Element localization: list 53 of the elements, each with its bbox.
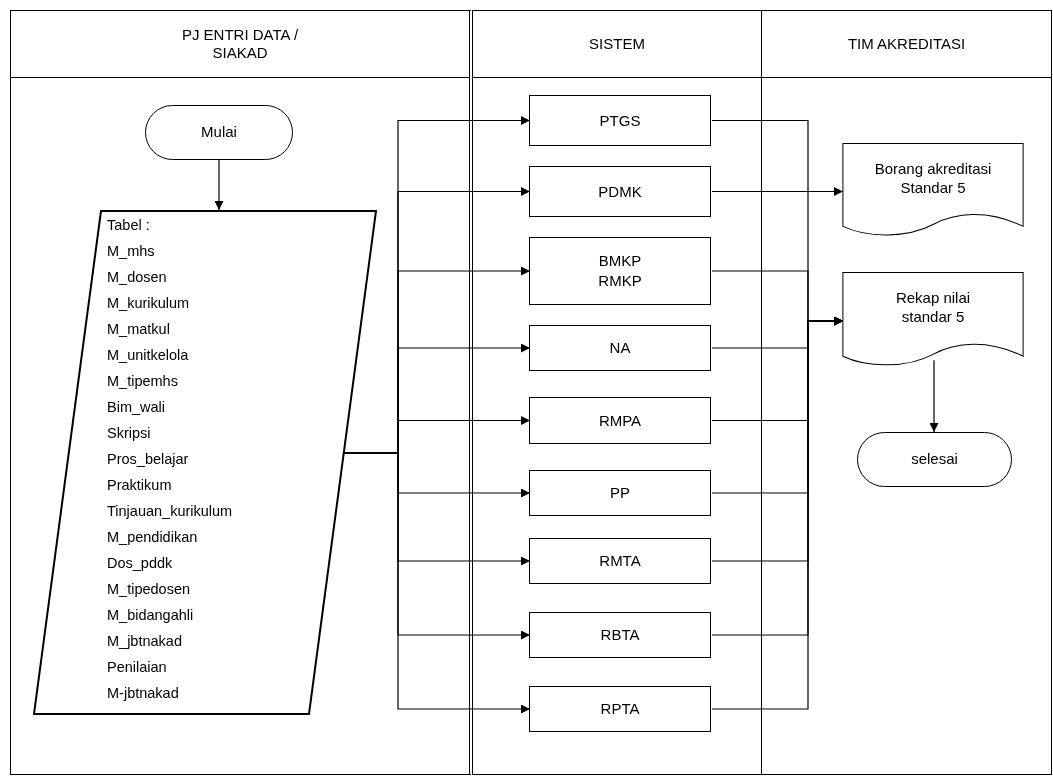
table-name: M_dosen	[107, 268, 167, 287]
table-name: M_bidangahli	[107, 606, 194, 625]
process-box	[529, 237, 711, 305]
connector-arrow	[929, 359, 939, 433]
table-name: M_mhs	[107, 242, 155, 261]
process-label: PTGS	[599, 110, 641, 131]
process-label: PP	[610, 483, 630, 503]
table-name: Praktikum	[107, 476, 172, 495]
process-box	[529, 95, 711, 146]
table-name: M_matkul	[107, 320, 170, 339]
table-name: Tinjauan_kurikulum	[107, 502, 233, 521]
terminal-label: selesai	[911, 449, 958, 470]
swimlane	[10, 10, 473, 775]
table-name: Bim_wali	[107, 398, 165, 417]
process-box	[529, 612, 711, 658]
process-box	[529, 397, 711, 444]
table-name: Skripsi	[107, 424, 151, 443]
process-label: RMTA	[599, 551, 641, 571]
process-box	[529, 686, 711, 732]
process-box	[529, 538, 711, 584]
table-name: M_tipemhs	[107, 372, 178, 391]
table-name: Penilaian	[107, 658, 167, 677]
table-name: M_pendidikan	[107, 528, 198, 547]
list-heading: Tabel :	[107, 216, 150, 235]
table-name: M-jbtnakad	[107, 684, 179, 703]
process-box	[529, 470, 711, 516]
swimlane	[473, 10, 762, 775]
table-name: M_unitkelola	[107, 346, 189, 365]
process-label: RPTA	[600, 699, 640, 719]
connector-arrow	[711, 187, 844, 196]
process-box	[529, 325, 711, 371]
table-name: M_kurikulum	[107, 294, 190, 313]
table-name: Dos_pddk	[107, 554, 173, 573]
swimlane	[762, 10, 1052, 775]
data-parallelogram	[33, 210, 377, 715]
terminal-label: Mulai	[201, 122, 237, 143]
table-name: M_jbtnakad	[107, 632, 182, 651]
lane-title: SISTEM	[589, 35, 645, 53]
process-label: NA	[609, 338, 631, 358]
document-label: Borang akreditasi Standar 5	[873, 159, 993, 197]
process-label: RBTA	[600, 625, 640, 645]
connector-arrow	[711, 316, 844, 710]
process-box	[529, 166, 711, 217]
table-name: Pros_belajar	[107, 450, 189, 469]
connector-arrow	[214, 159, 224, 211]
process-label: RMKP	[598, 271, 642, 291]
process-label: BMKP	[598, 251, 642, 271]
process-label: RMPA	[598, 410, 642, 431]
table-name: M_tipedosen	[107, 580, 191, 599]
document-label: Rekap nilai standar 5	[894, 288, 972, 326]
lane-title: TIM AKREDITASI	[847, 35, 966, 53]
lane-title: PJ ENTRI DATA / SIAKAD	[180, 26, 300, 62]
process-label: PDMK	[598, 181, 642, 202]
